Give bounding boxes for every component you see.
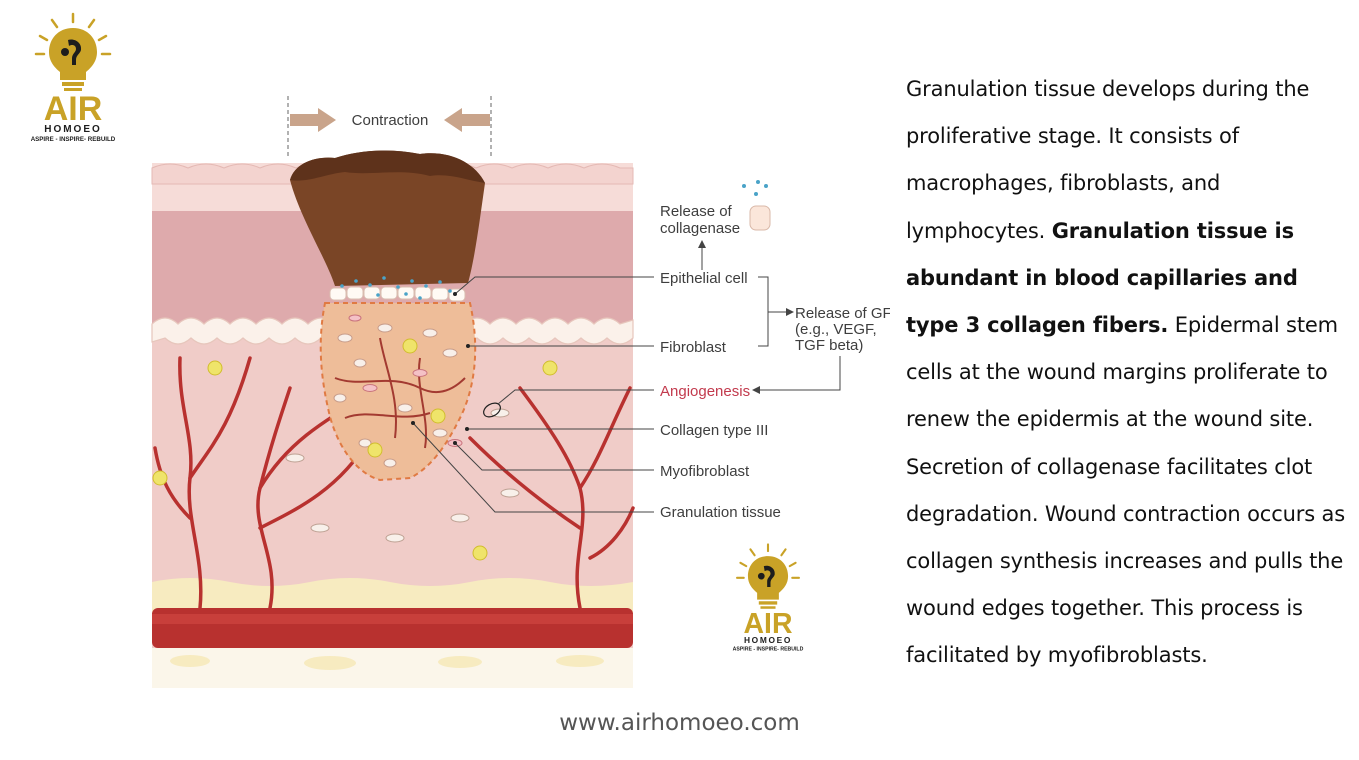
description-bold: Granulation tissue is abundant in blood … xyxy=(906,218,1298,338)
label-release-gf-3: TGF beta) xyxy=(795,337,863,354)
logo-brand: HOMOEO xyxy=(44,124,102,135)
logo-wordmark: AIR xyxy=(44,90,103,128)
label-epithelial-cell: Epithelial cell xyxy=(660,270,748,287)
label-granulation-tissue: Granulation tissue xyxy=(660,504,781,521)
website-footer: www.airhomoeo.com xyxy=(559,710,800,736)
label-release-collagenase-1: Release of xyxy=(660,203,733,220)
capillary-network xyxy=(153,356,635,610)
label-release-gf-1: Release of GF xyxy=(795,305,890,322)
epithelial-cells xyxy=(329,286,466,302)
logo-wordmark: AIR xyxy=(744,608,793,640)
label-contraction: Contraction xyxy=(352,112,429,129)
label-fibroblast: Fibroblast xyxy=(660,339,727,356)
logo-brand: HOMOEO xyxy=(744,635,792,645)
label-collagen-type-iii: Collagen type III xyxy=(660,422,768,439)
label-release-collagenase-2: collagenase xyxy=(660,220,740,237)
contraction-arrow-right xyxy=(290,108,336,132)
label-angiogenesis: Angiogenesis xyxy=(660,383,750,400)
logo-tagline: ASPIRE - INSPIRE- REBUILD xyxy=(733,647,804,653)
logo-tagline: ASPIRE - INSPIRE- REBUILD xyxy=(31,136,116,143)
angiogenesis-vessels xyxy=(334,337,466,449)
description-part-2: Epidermal stem cells at the wound margin… xyxy=(906,313,1346,668)
contraction-arrow-left xyxy=(444,108,490,132)
logo-top: AIR HOMOEO ASPIRE - INSPIRE- REBUILD xyxy=(31,12,116,143)
lightbulb-head-icon xyxy=(736,543,800,609)
lightbulb-head-icon xyxy=(34,12,112,91)
scab-clot xyxy=(290,150,485,286)
description-text: Granulation tissue develops during the p… xyxy=(906,66,1351,680)
description-part-1: Granulation tissue develops during the p… xyxy=(906,77,1310,243)
wound-healing-diagram: Contraction Release of collagenase Epith… xyxy=(151,96,890,688)
label-myofibroblast: Myofibroblast xyxy=(660,463,750,480)
label-release-gf-2: (e.g., VEGF, xyxy=(795,321,877,338)
logo-middle: AIR HOMOEO ASPIRE - INSPIRE- REBUILD xyxy=(733,543,804,653)
